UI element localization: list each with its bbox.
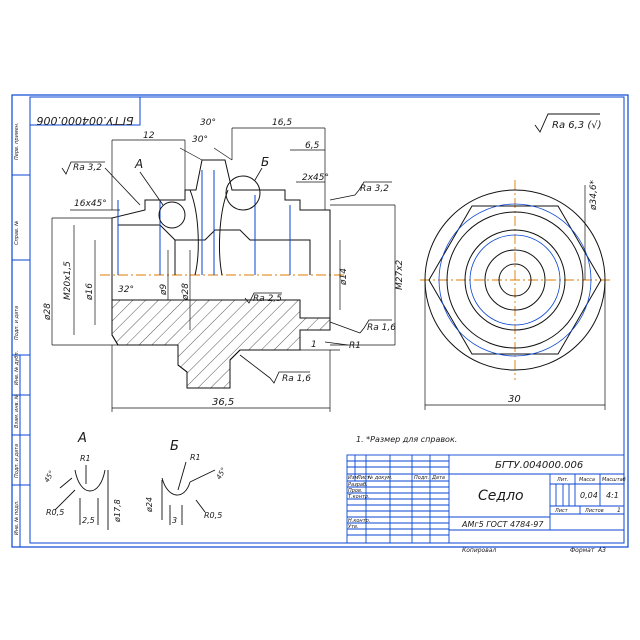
top-dimension-lines: [70, 127, 326, 211]
label-mass: Масса: [579, 477, 595, 483]
detail-a-label: А: [134, 157, 143, 171]
dim-12: 12: [143, 131, 155, 141]
outer-frame: [11, 94, 629, 548]
detail-b-drawing: [161, 461, 216, 525]
row-label-list: Лист: [356, 475, 371, 481]
format-value: А3: [597, 547, 606, 554]
side-label-3: Инв. № дубл.: [14, 351, 20, 385]
label-sheets: Листов: [584, 508, 604, 514]
dim-r1-main: R1: [349, 341, 361, 351]
length-dimension: [111, 345, 331, 412]
detail-a-r05: R0,5: [46, 508, 64, 517]
dim-dia-9: ø9: [159, 283, 169, 296]
inner-frame: [29, 96, 625, 544]
dim-30-side: 30: [508, 394, 521, 405]
detail-a-dim: 2,5: [82, 516, 95, 525]
ra-2-5: Ra 2,5: [253, 294, 282, 304]
title-part-name: Седло: [478, 488, 524, 504]
title-code: БГТУ.004000.006: [495, 460, 583, 471]
ra-3-2-right: Ra 3,2: [360, 184, 389, 194]
side-label-1: Справ. №: [14, 221, 20, 245]
detail-a-drawing: [54, 465, 109, 530]
detail-b-label: Б: [261, 155, 269, 169]
dim-m27: М27х2: [395, 259, 405, 290]
value-mass: 0,04: [580, 491, 598, 500]
code-box-top: [29, 96, 141, 126]
detail-a-circle: [158, 201, 186, 229]
label-scale: Масштаб: [602, 477, 626, 483]
detail-a-dia: ø17,8: [113, 499, 122, 523]
dim-30b: 30°: [192, 135, 208, 145]
dim-16-5: 16,5: [272, 118, 292, 128]
detail-b-circle: [225, 175, 261, 211]
detail-a-r1: R1: [80, 454, 91, 463]
label-lit: Лит.: [556, 477, 569, 483]
code-mirrored: БГТУ.004000.006: [36, 114, 133, 127]
section-hatch: [111, 299, 331, 389]
side-label-5: Подп. и дата: [14, 444, 20, 478]
dim-32deg: 32°: [118, 285, 134, 295]
role-razrab: Разраб.: [348, 482, 368, 488]
side-label-4: Взам. инв. №: [14, 394, 20, 428]
dim-30a: 30°: [200, 118, 216, 128]
dim-dia-34-6: ø34,6*: [589, 179, 599, 211]
ra-1-6-bottom: Ra 1,6: [282, 374, 311, 384]
note-text: 1. *Размер для справок.: [356, 435, 457, 444]
roughness-general: [534, 113, 600, 133]
format-label: Формат: [570, 547, 595, 554]
side-label-6: Инв. № подл.: [14, 501, 20, 536]
side-label-2: Подп. и дата: [14, 306, 20, 340]
row-label-doc: № докум.: [367, 475, 393, 481]
value-sheets: 1: [617, 507, 621, 514]
left-dimension-lines: [51, 217, 191, 346]
title-material: АМг5 ГОСТ 4784-97: [461, 520, 544, 529]
dim-16x45: 16x45°: [74, 199, 107, 209]
role-prov: Пров.: [348, 488, 363, 494]
side-stamp: [12, 174, 30, 547]
side-view: [420, 180, 610, 410]
roughness-marks: [61, 161, 392, 384]
row-label-date: Дата: [431, 475, 445, 481]
dim-1-main: 1: [311, 340, 317, 350]
detail-b-r05: R0,5: [204, 511, 222, 520]
dim-36-5: 36,5: [212, 397, 234, 408]
detail-a-title: А: [77, 431, 87, 446]
ra-3-2-left: Ra 3,2: [73, 163, 102, 173]
copied-label: Копировал: [462, 547, 496, 554]
value-scale: 4:1: [606, 491, 619, 500]
role-utv: Утв.: [348, 524, 359, 530]
role-tkontr: Т.контр.: [348, 494, 370, 500]
row-label-izm: Изм: [348, 475, 358, 481]
dim-6-5: 6,5: [305, 141, 320, 151]
roughness-general-text: Ra 6,3 (√): [552, 120, 602, 131]
detail-b-dia: ø24: [145, 497, 154, 513]
dim-2x45: 2x45°: [302, 173, 329, 183]
dim-dia-28-left: ø28: [43, 303, 53, 321]
dim-dia-16: ø16: [85, 283, 95, 301]
ra-1-6-right: Ra 1,6: [367, 323, 396, 333]
dim-dia-14: ø14: [339, 268, 349, 286]
role-nkontr: Н.контр.: [348, 518, 370, 524]
title-block: [346, 454, 625, 544]
dim-dia-28-inner: ø28: [181, 283, 191, 301]
dim-m20: М20х1,5: [63, 261, 73, 300]
right-dimension-lines: [330, 204, 396, 346]
detail-b-title: Б: [170, 439, 179, 454]
detail-b-dim: 3: [172, 516, 177, 525]
detail-b-r1: R1: [190, 453, 201, 462]
label-sheet: Лист: [554, 508, 569, 514]
side-label-0: Перв. примен.: [14, 122, 20, 160]
row-label-sign: Подп.: [414, 475, 429, 481]
